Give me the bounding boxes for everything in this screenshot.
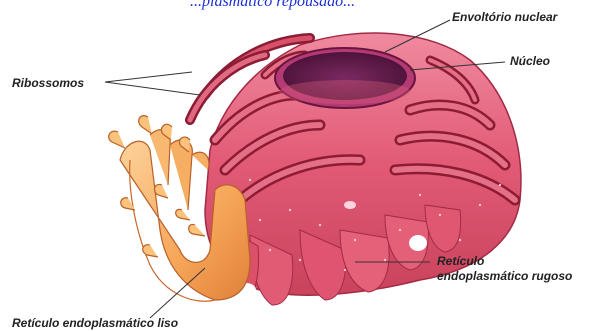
label-nucleo: Núcleo — [510, 54, 550, 68]
nucleus — [275, 48, 415, 108]
label-rel: Retículo endoplasmático liso — [12, 316, 178, 330]
label-ribossomos: Ribossomos — [12, 76, 84, 90]
label-rer-line1: Retículo — [437, 254, 484, 268]
leader-rel — [150, 268, 205, 318]
label-envoltorio-nuclear: Envoltório nuclear — [452, 10, 557, 24]
leader-ribossomos-2 — [105, 82, 200, 95]
leader-ribossomos-1 — [105, 72, 192, 82]
label-rer-line2: endoplasmático rugoso — [437, 269, 572, 283]
